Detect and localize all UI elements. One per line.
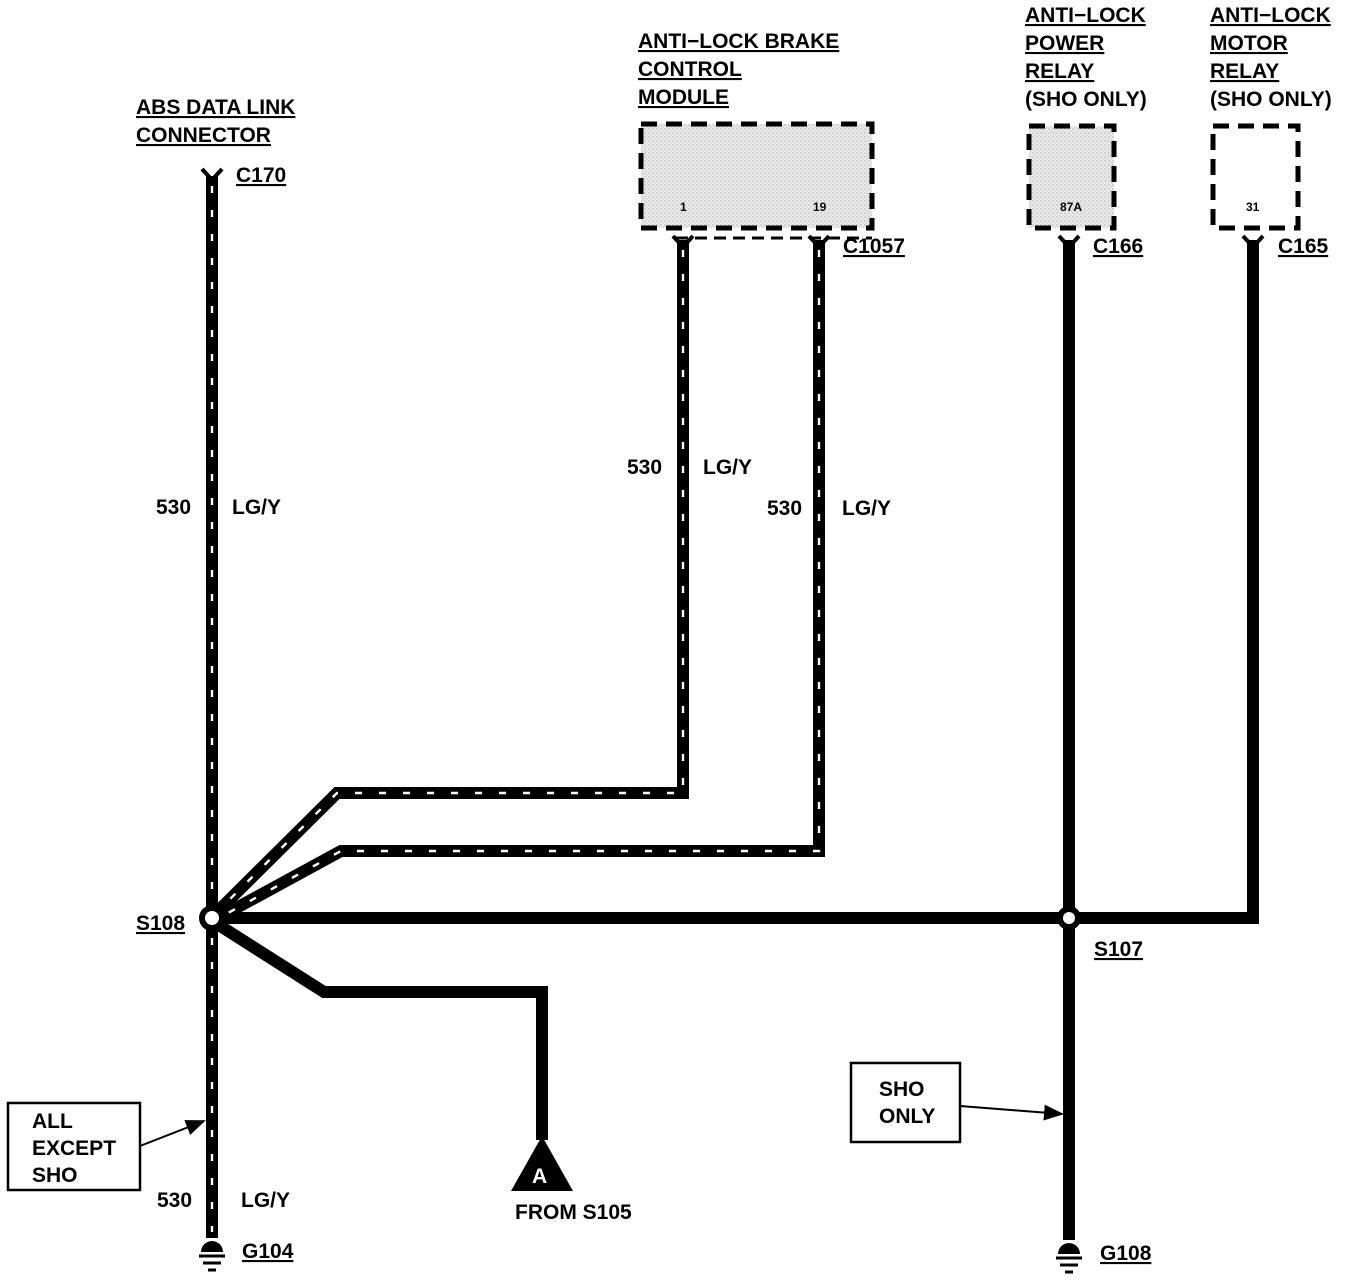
ground-color-label: LG/Y — [241, 1189, 290, 1212]
connector-marks — [200, 167, 1265, 250]
power-relay-note: (SHO ONLY) — [1025, 88, 1147, 111]
module-pin-1: 1 — [680, 200, 687, 214]
motor-relay-title-line2: MOTOR — [1210, 32, 1288, 55]
connector-c1057-label: C1057 — [843, 235, 905, 258]
note-all-except-line1: ALL — [32, 1110, 73, 1133]
dlc-title: ABS DATA LINK CONNECTOR C170 — [136, 96, 295, 187]
dlc-title-line1: ABS DATA LINK — [136, 96, 295, 119]
power-relay-title-line1: ANTI−LOCK — [1025, 4, 1146, 27]
connector-a-letter: A — [532, 1165, 547, 1188]
ground-circuit-label: 530 — [157, 1189, 192, 1212]
connector-a-triangle: A — [511, 1136, 573, 1191]
note-all-except-line3: SHO — [32, 1164, 78, 1187]
splice-s108-dot — [199, 905, 225, 931]
dlc-color-label: LG/Y — [232, 496, 281, 519]
splice-s108-label: S108 — [136, 912, 185, 935]
motor-relay-title-line3: RELAY — [1210, 60, 1279, 83]
power-relay-title: ANTI−LOCK POWER RELAY (SHO ONLY) C166 — [1025, 4, 1147, 258]
power-relay-pin: 87A — [1060, 200, 1082, 214]
module-pin-19: 19 — [813, 200, 827, 214]
wire-color-stripes — [210, 186, 821, 1232]
abs-module-box: 1 19 — [638, 121, 875, 240]
pin1-circuit-label: 530 — [627, 456, 662, 479]
dlc-title-line2: CONNECTOR — [136, 124, 271, 147]
dlc-circuit-label: 530 — [156, 496, 191, 519]
module-title-line2: CONTROL — [638, 58, 742, 81]
pin1-color-label: LG/Y — [703, 456, 752, 479]
wire-bodies — [206, 176, 1259, 1240]
note-sho-only-line2: ONLY — [879, 1105, 935, 1128]
splice-s107-label: S107 — [1094, 938, 1143, 961]
power-relay-title-line2: POWER — [1025, 32, 1104, 55]
ground-g104-label: G104 — [242, 1240, 294, 1263]
note-sho-only: SHO ONLY — [849, 1061, 1064, 1144]
power-relay-box: 87A — [1026, 123, 1117, 231]
ground-g104-symbol — [199, 1241, 225, 1272]
connector-c165-label: C165 — [1278, 235, 1329, 258]
ground-g108-label: G108 — [1100, 1242, 1152, 1265]
wire-s108-to-s105 — [210, 916, 548, 1140]
wire-s107-to-motor-relay — [1070, 240, 1259, 924]
connector-c166-label: C166 — [1093, 235, 1143, 258]
wire-530-pin1 — [211, 240, 689, 918]
pin19-circuit-label: 530 — [767, 497, 802, 520]
abs-module-title: ANTI−LOCK BRAKE CONTROL MODULE C1057 — [638, 30, 905, 258]
power-relay-title-line3: RELAY — [1025, 60, 1094, 83]
pin19-color-label: LG/Y — [842, 497, 891, 520]
motor-relay-pin: 31 — [1246, 200, 1260, 214]
motor-relay-note: (SHO ONLY) — [1210, 88, 1332, 111]
ground-g108-symbol — [1056, 1243, 1082, 1274]
module-title-line3: MODULE — [638, 86, 729, 109]
connector-c170-label: C170 — [236, 164, 286, 187]
connector-a-source-label: FROM S105 — [515, 1201, 632, 1224]
module-title-line1: ANTI−LOCK BRAKE — [638, 30, 839, 53]
note-all-except-sho: ALL EXCEPT SHO — [6, 1101, 206, 1192]
motor-relay-box: 31 — [1210, 123, 1301, 231]
motor-relay-title-line1: ANTI−LOCK — [1210, 4, 1331, 27]
note-all-except-line2: EXCEPT — [32, 1137, 116, 1160]
splice-s107-dot — [1057, 906, 1081, 930]
wire-labels: 530 LG/Y 530 LG/Y 530 LG/Y 530 LG/Y — [156, 456, 891, 1212]
motor-relay-title: ANTI−LOCK MOTOR RELAY (SHO ONLY) C165 — [1210, 4, 1332, 258]
note-sho-only-line1: SHO — [879, 1078, 925, 1101]
